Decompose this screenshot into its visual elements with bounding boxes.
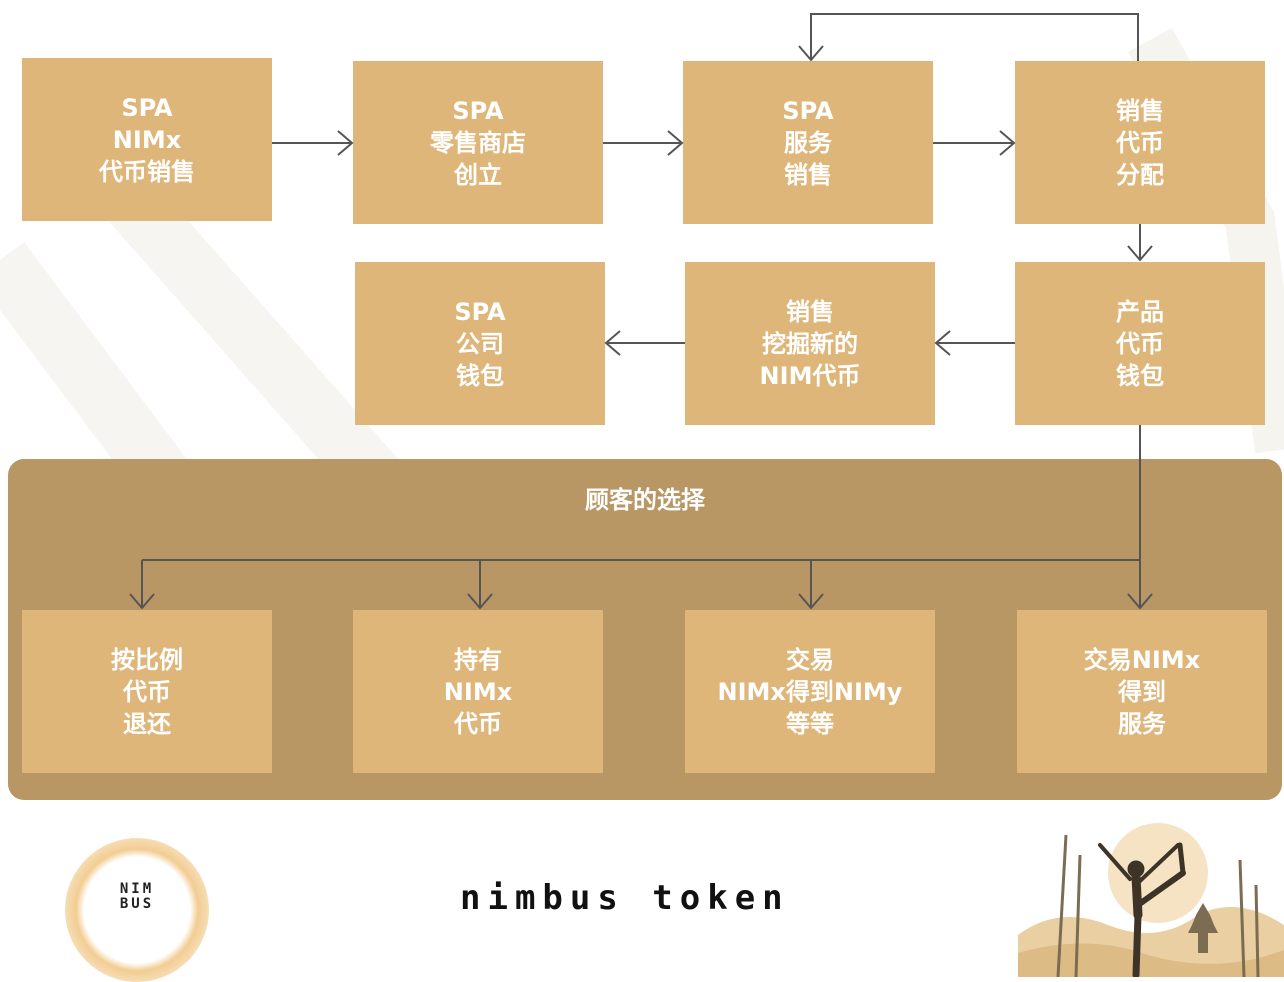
box-line: 代币 <box>1116 329 1164 358</box>
arrowhead-right-icon <box>667 130 684 156</box>
box-line: 代币 <box>1116 128 1164 157</box>
box-line: 代币销售 <box>99 157 195 186</box>
yoga-illustration-icon <box>1018 823 1284 977</box>
arrowhead-right-icon <box>337 130 354 156</box>
box-line: SPA <box>782 96 834 125</box>
box-line: 销售 <box>786 297 834 326</box>
box-line: SPA <box>121 93 173 122</box>
box-line: SPA <box>452 96 504 125</box>
box-line: 等等 <box>785 709 834 738</box>
box-line: 创立 <box>454 160 502 189</box>
brand-name: nimbus token <box>460 878 790 918</box>
arrowhead-left-icon <box>934 330 951 356</box>
logo-line: NIM <box>119 881 155 897</box>
arrowhead-down-icon <box>1127 245 1153 262</box>
box-spa-service-sales: SPA 服务 销售 <box>683 61 933 224</box>
arrow-loop-4-to-3 <box>810 13 1139 61</box>
arrowhead-left-icon <box>604 330 621 356</box>
option-trade-nimx-for-nimy: 交易 NIMx得到NIMy 等等 <box>685 610 935 773</box>
box-spa-nimx-token-sale: SPA NIMx 代币销售 <box>22 58 272 221</box>
box-line: 代币 <box>453 709 502 738</box>
customer-choice-title: 顾客的选择 <box>585 486 705 514</box>
box-line: 按比例 <box>111 645 183 674</box>
box-line: NIMx <box>112 125 182 154</box>
logo-line: BUS <box>119 896 155 912</box>
box-line: 分配 <box>1116 160 1164 189</box>
box-line: SPA <box>454 297 506 326</box>
box-line: 销售 <box>784 160 832 189</box>
box-line: 服务 <box>1117 709 1166 738</box>
option-hold-nimx: 持有 NIMx 代币 <box>353 610 603 773</box>
box-sales-mine-new-nim: 销售 挖掘新的 NIM代币 <box>685 262 935 425</box>
box-line: 服务 <box>784 128 832 157</box>
box-line: 得到 <box>1117 677 1166 706</box>
box-product-token-wallet: 产品 代币 钱包 <box>1015 262 1265 425</box>
option-proportional-refund: 按比例 代币 退还 <box>22 610 272 773</box>
box-sales-token-distribution: 销售 代币 分配 <box>1015 61 1265 224</box>
box-line: 产品 <box>1116 297 1164 326</box>
option-trade-nimx-for-service: 交易NIMx 得到 服务 <box>1017 610 1267 773</box>
arrowhead-down-icon <box>798 45 824 62</box>
nimbus-logo: NIM BUS <box>97 882 177 912</box>
box-line: NIMx <box>443 677 513 706</box>
arrowhead-right-icon <box>999 130 1016 156</box>
box-line: NIM代币 <box>759 361 861 390</box>
box-line: 交易 <box>785 645 834 674</box>
box-line: 销售 <box>1116 96 1164 125</box>
box-line: 挖掘新的 <box>762 329 858 358</box>
arrowhead-down-icon <box>798 593 824 610</box>
box-line: 退还 <box>123 709 171 738</box>
box-line: 代币 <box>123 677 171 706</box>
box-line: 公司 <box>456 329 504 358</box>
box-line: 钱包 <box>1116 361 1164 390</box>
nimbus-logo-ring <box>65 838 209 982</box>
box-line: 钱包 <box>456 361 504 390</box>
box-spa-retail-store: SPA 零售商店 创立 <box>353 61 603 224</box>
box-line: 交易NIMx <box>1083 645 1201 674</box>
box-spa-company-wallet: SPA 公司 钱包 <box>355 262 605 425</box>
box-line: 零售商店 <box>430 128 526 157</box>
arrowhead-down-icon <box>1127 593 1153 610</box>
arrowhead-down-icon <box>467 593 493 610</box>
box-line: 持有 <box>453 645 502 674</box>
box-line: NIMx得到NIMy <box>717 677 903 706</box>
arrowhead-down-icon <box>129 593 155 610</box>
